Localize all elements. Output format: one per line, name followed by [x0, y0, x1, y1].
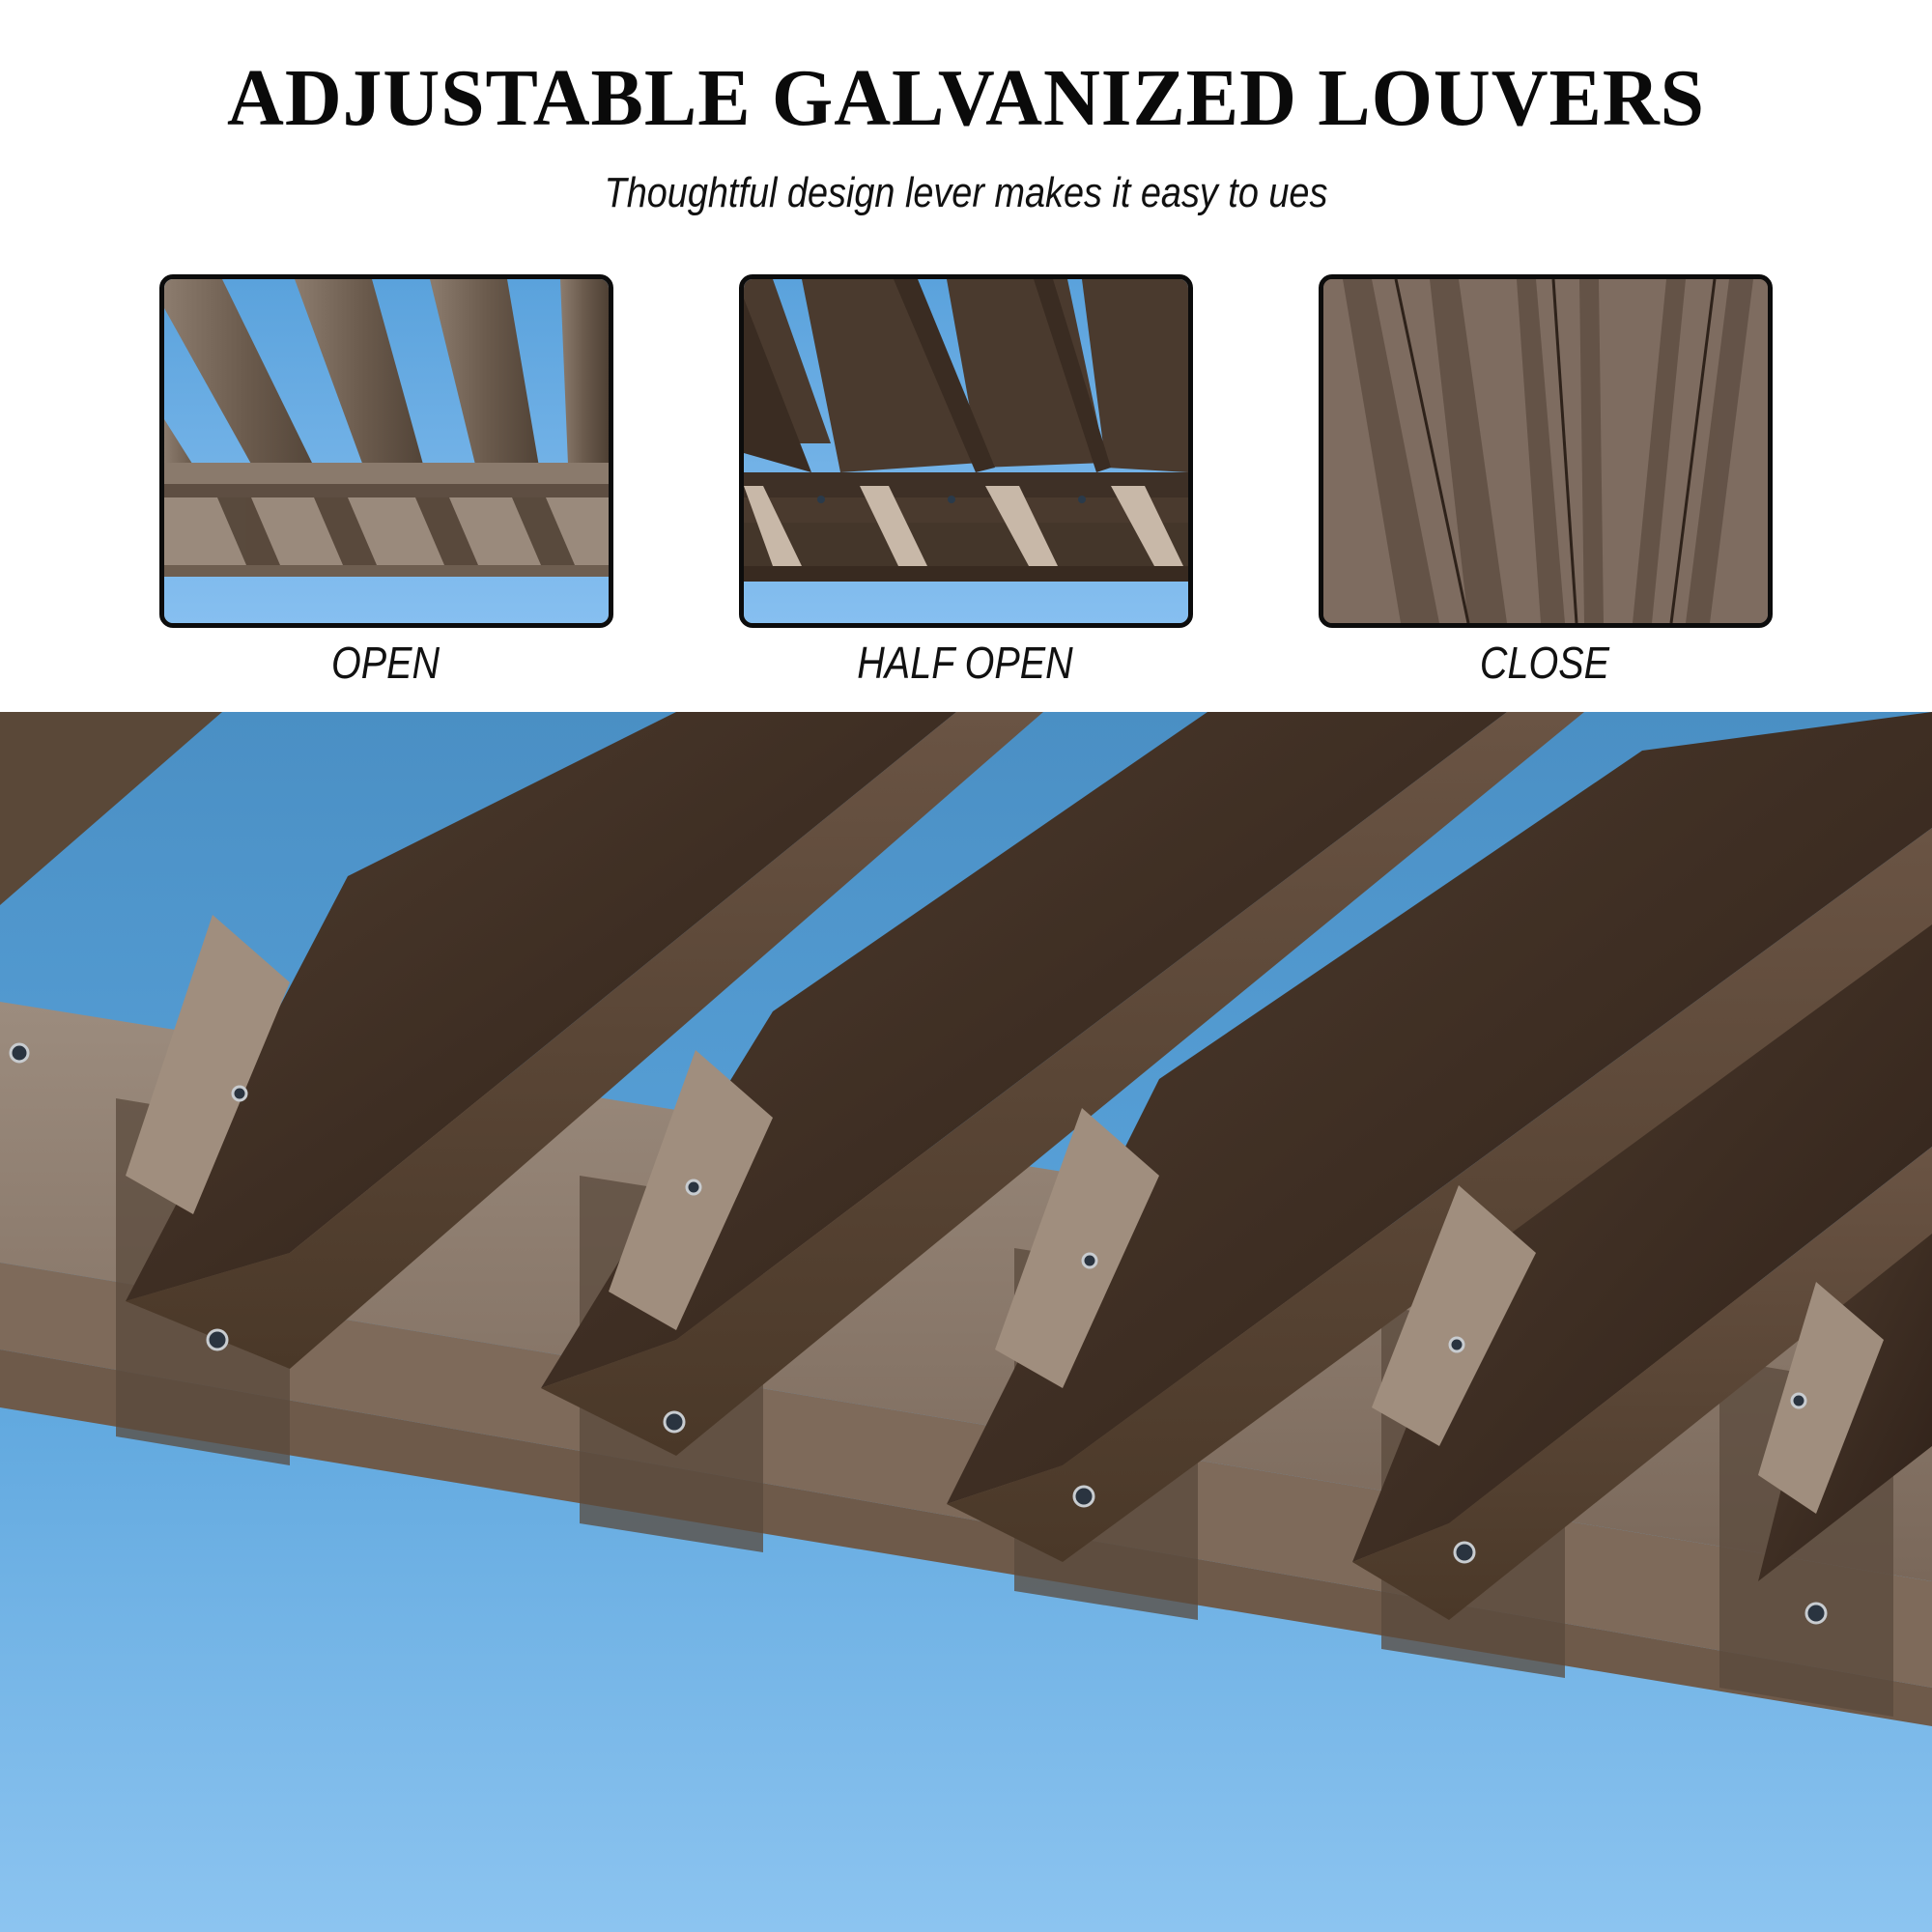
half-open-label: HALF OPEN [857, 638, 1073, 688]
open-label: OPEN [330, 638, 440, 688]
close-label: CLOSE [1479, 638, 1610, 688]
page-title: ADJUSTABLE GALVANIZED LOUVERS [227, 53, 1705, 143]
page-subtitle: Thoughtful design lever makes it easy to… [604, 169, 1328, 216]
louvers-closed-photo [1323, 279, 1768, 623]
half-open-state-image [739, 274, 1193, 628]
closed-state-image [1319, 274, 1773, 628]
louvers-open-photo [164, 279, 609, 623]
hero-image [0, 712, 1932, 1932]
open-state-image [159, 274, 613, 628]
louvers-half-open-photo [744, 279, 1188, 623]
louver-closeup-photo [0, 712, 1932, 1932]
